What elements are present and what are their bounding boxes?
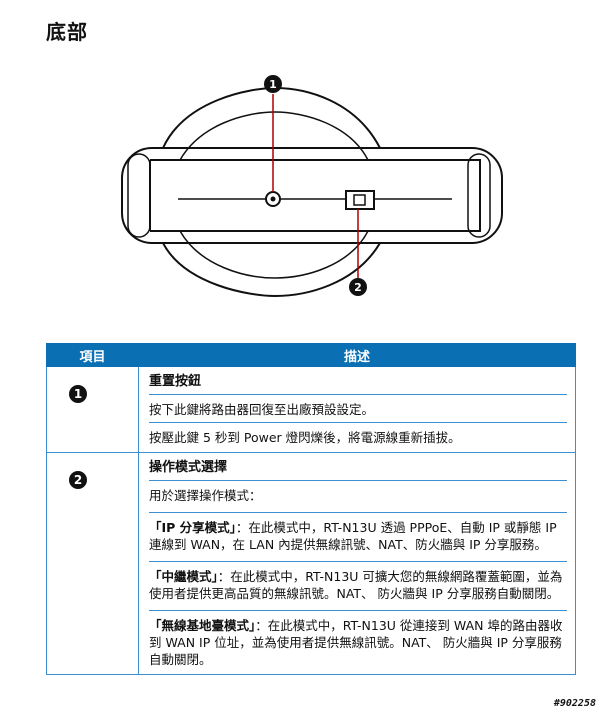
router-bottom-diagram: 1 2 <box>121 75 503 298</box>
item-number-badge: 1 <box>69 385 87 403</box>
row-title: 操作模式選擇 <box>149 460 228 475</box>
table-header-row: 項目 描述 <box>46 343 576 367</box>
desc-intro: 用於選擇操作模式： <box>149 480 567 504</box>
item-cell: 1 <box>46 366 139 453</box>
callout-badge-1: 1 <box>264 75 282 93</box>
desc-line: 按下此鍵將路由器回復至出廠預設設定。 <box>149 394 567 418</box>
item-cell: 2 <box>46 452 139 675</box>
mode-paragraph: 「IP 分享模式」：在此模式中，RT-N13U 透過 PPPoE、自動 IP 或… <box>149 512 567 553</box>
mode-paragraph: 「無線基地臺模式」：在此模式中，RT-N13U 從連接到 WAN 埠的路由器收到… <box>149 610 567 668</box>
item-number-badge: 2 <box>69 471 87 489</box>
mode-paragraph: 「中繼模式」：在此模式中，RT-N13U 可擴大您的無線網路覆蓋範圍，並為使用者… <box>149 561 567 602</box>
mode-switch <box>345 190 375 210</box>
mode-text: ：在此模式中，RT-N13U 可擴大您的無線網路覆蓋範圍，並為使用者提供更高品質… <box>149 569 563 601</box>
description-cell: 重置按鈕 按下此鍵將路由器回復至出廠預設設定。 按壓此鍵 5 秒到 Power … <box>138 366 576 453</box>
callout-1-label: 1 <box>269 78 277 91</box>
spec-table: 項目 描述 1 重置按鈕 按下此鍵將路由器回復至出廠預設設定。 按壓此鍵 5 秒… <box>46 343 576 675</box>
header-description: 描述 <box>138 343 576 367</box>
callout-2-label: 2 <box>354 281 362 294</box>
mode-name: 「IP 分享模式」 <box>149 520 236 535</box>
image-tag: #902258 <box>553 698 596 709</box>
callout-badge-2: 2 <box>349 278 367 296</box>
reset-hole <box>265 191 281 207</box>
mode-name: 「無線基地臺模式」 <box>149 618 256 633</box>
description-cell: 操作模式選擇 用於選擇操作模式： 「IP 分享模式」：在此模式中，RT-N13U… <box>138 452 576 675</box>
table-row: 2 操作模式選擇 用於選擇操作模式： 「IP 分享模式」：在此模式中，RT-N1… <box>46 452 576 675</box>
mode-text: ：在此模式中，RT-N13U 透過 PPPoE、自動 IP 或靜態 IP 連線到… <box>149 520 557 552</box>
mode-name: 「中繼模式」 <box>149 569 218 584</box>
page-title: 底部 <box>46 20 88 44</box>
header-item: 項目 <box>46 343 139 367</box>
table-row: 1 重置按鈕 按下此鍵將路由器回復至出廠預設設定。 按壓此鍵 5 秒到 Powe… <box>46 366 576 453</box>
row-title: 重置按鈕 <box>149 374 202 389</box>
desc-line: 按壓此鍵 5 秒到 Power 燈閃爍後，將電源線重新插拔。 <box>149 422 567 446</box>
mode-text: ：在此模式中，RT-N13U 從連接到 WAN 埠的路由器收到 WAN IP 位… <box>149 618 563 667</box>
router-body-outline <box>121 86 503 298</box>
